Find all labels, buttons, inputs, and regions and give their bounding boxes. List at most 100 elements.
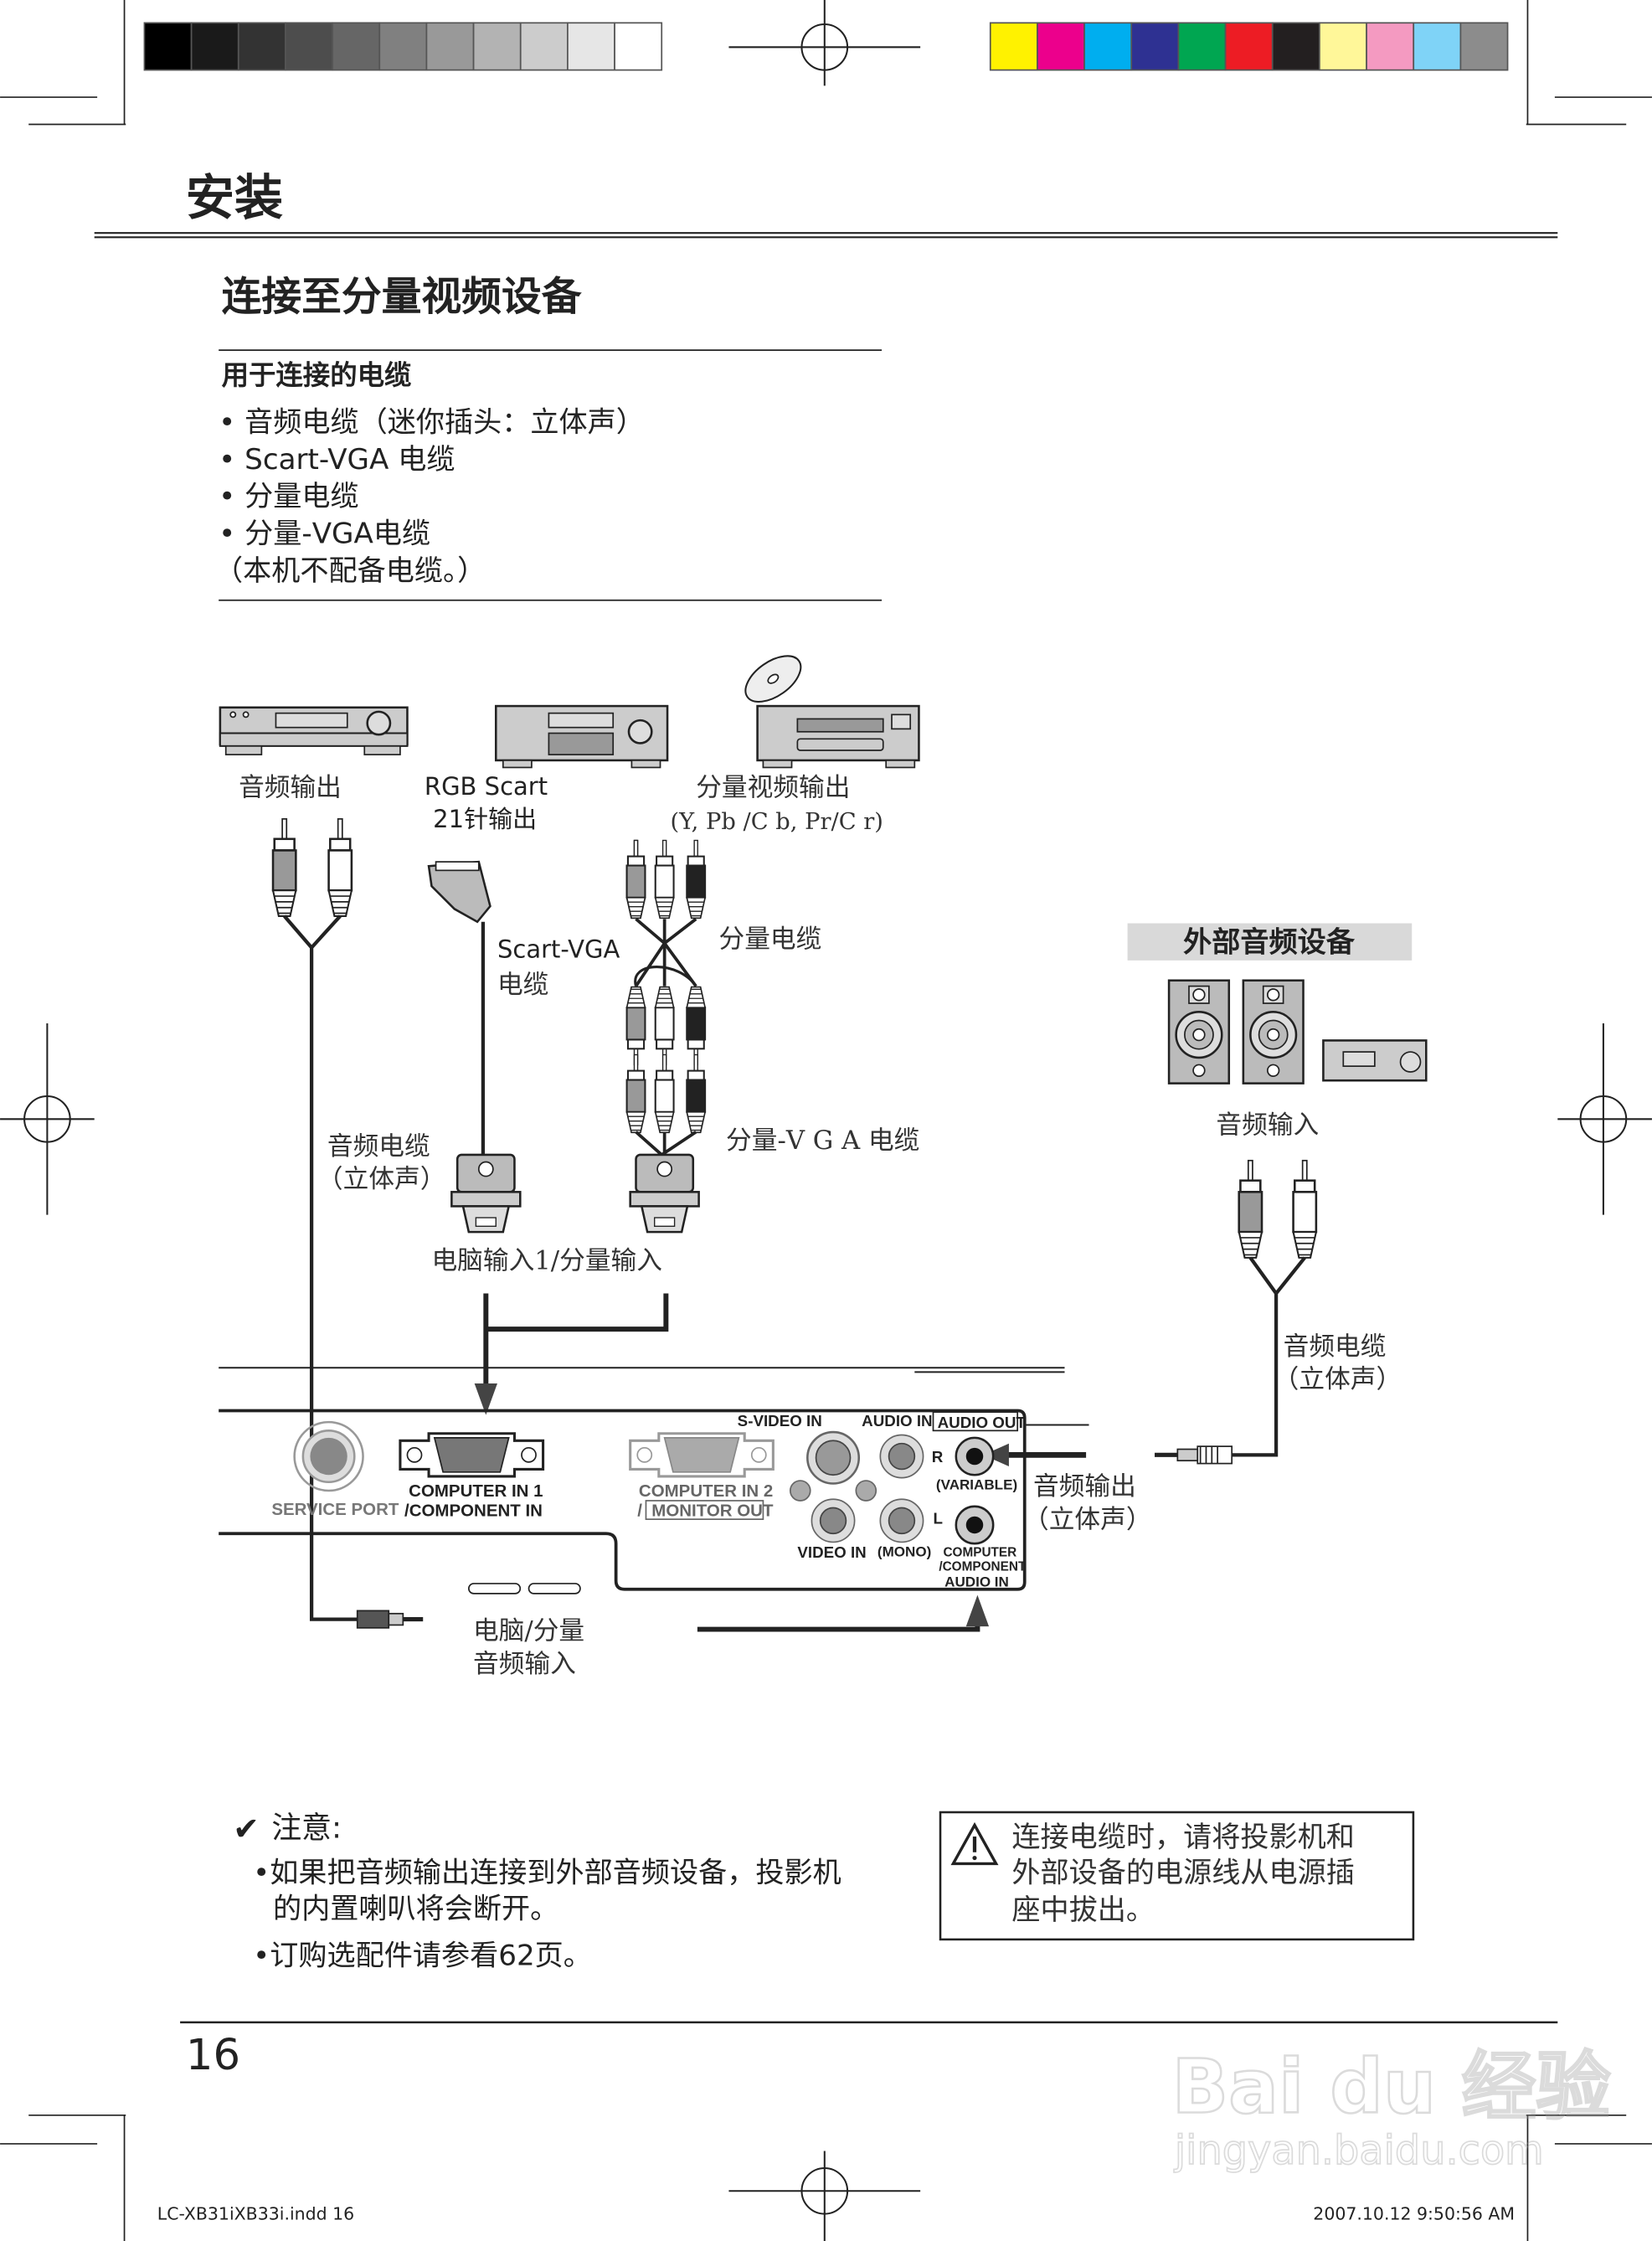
page-number: 16 — [186, 2030, 240, 2080]
calibration-swatch — [519, 22, 569, 71]
calibration-swatch — [989, 22, 1038, 71]
calibration-swatch — [1271, 22, 1320, 71]
mono-label: (MONO) — [877, 1544, 931, 1560]
note-item: 的内置喇叭将会断开。 — [273, 1892, 558, 1925]
calibration-swatch — [472, 22, 522, 71]
computer-in-2-port-label: COMPUTER IN 2 — [639, 1481, 773, 1501]
calibration-swatch — [1177, 22, 1227, 71]
calibration-swatch — [237, 22, 286, 71]
cable-item: • 分量-VGA电缆 — [219, 518, 430, 551]
check-icon: ✔ — [233, 1810, 259, 1847]
audio-cable-right-label: 音频电缆 — [1284, 1332, 1387, 1362]
audio-in-label: 音频输入 — [1216, 1110, 1319, 1140]
pc-audio-in-arrow — [697, 1594, 990, 1632]
audio-out-panel-label: AUDIO OUT — [938, 1414, 1027, 1431]
pc-audio-label-2: /COMPONENT — [939, 1560, 1027, 1574]
cable-item: • 音频电缆（迷你插头：立体声） — [219, 405, 645, 439]
cable-item: • Scart-VGA 电缆 — [219, 443, 455, 477]
s-video-in-label: S-VIDEO IN — [738, 1412, 822, 1430]
audio-cable-left-stereo-label: （立体声） — [317, 1164, 446, 1194]
audio-cable-left — [271, 817, 424, 1629]
rgb-scart-21pin-label: 21针输出 — [433, 805, 537, 833]
computer-audio-in-jack[interactable] — [955, 1505, 995, 1545]
audio-cable-right — [1155, 1159, 1318, 1465]
calibration-swatch — [1459, 22, 1509, 71]
calibration-swatch — [567, 22, 615, 71]
component-signals-label: (Y, Pb /C b, Pr/C r) — [670, 809, 883, 835]
speaker-left-icon — [1167, 979, 1231, 1084]
external-audio-header — [1127, 923, 1413, 961]
warning-line: 连接电缆时，请将投影机和 — [1011, 1821, 1355, 1854]
notes-title: 注意: — [271, 1811, 342, 1846]
rgb-scart-label: RGB Scart — [425, 772, 548, 801]
grayscale-calibration-bar — [143, 22, 663, 71]
calibration-swatch — [332, 22, 381, 71]
calibration-swatch — [1319, 22, 1367, 71]
footer-file: LC-XB31iXB33i.indd 16 — [157, 2203, 354, 2223]
warning-line: 外部设备的电源线从电源插 — [1011, 1857, 1355, 1890]
scart-vga-cable — [427, 860, 522, 1234]
r-label: R — [932, 1448, 944, 1466]
audio-out-box — [932, 1411, 1019, 1432]
audio-in-l-jack[interactable] — [879, 1498, 924, 1543]
calibration-swatch — [1083, 22, 1133, 71]
variable-label: (VARIABLE) — [936, 1476, 1017, 1492]
projector-panel — [219, 1367, 1089, 1594]
video-in-jack[interactable] — [811, 1498, 856, 1543]
component-vga-cable-label: 分量-V G A 电缆 — [726, 1126, 919, 1156]
video-in-label: VIDEO IN — [797, 1543, 866, 1561]
audio-cable-left-label: 音频电缆 — [327, 1131, 430, 1162]
pc-audio-label-3: AUDIO IN — [944, 1574, 1009, 1589]
calibration-swatch — [1130, 22, 1180, 71]
watermark-brand: Bai du 经验 — [1172, 2043, 1611, 2130]
baidu-watermark: Bai du 经验 jingyan.baidu.com — [1171, 2043, 1612, 2175]
audio-out-jack[interactable] — [955, 1436, 995, 1476]
audio-out-arrow — [983, 1443, 1087, 1467]
calibration-swatch — [1366, 22, 1415, 71]
component-cable — [625, 839, 707, 1234]
calibration-swatch — [190, 22, 239, 71]
component-video-out-label: 分量视频输出 — [696, 773, 850, 803]
note-item: •订购选配件请参看62页。 — [253, 1940, 592, 1973]
speaker-right-icon — [1242, 979, 1305, 1084]
vcr-device-icon — [219, 706, 409, 755]
page-title: 连接至分量视频设备 — [222, 274, 583, 320]
computer-in-1-port[interactable] — [399, 1432, 545, 1478]
audio-in-r-jack[interactable] — [879, 1434, 924, 1479]
scart-vga-label: Scart-VGA — [497, 935, 620, 963]
section-title: 安装 — [186, 169, 283, 226]
pc-audio-label-1: COMPUTER — [943, 1546, 1016, 1560]
color-calibration-bar — [989, 22, 1509, 71]
external-audio-label: 外部音频设备 — [1183, 926, 1356, 960]
calibration-swatch — [614, 22, 663, 71]
cable-item: • 分量电缆 — [219, 480, 358, 513]
service-port[interactable] — [293, 1420, 364, 1492]
dvd-player-device-icon — [744, 655, 920, 769]
audio-output-label: 音频输出 — [1033, 1471, 1136, 1502]
monitor-out-box — [645, 1500, 764, 1521]
cables-note: （本机不配备电缆。） — [214, 554, 486, 588]
computer-in-2-port[interactable] — [629, 1432, 775, 1478]
cables-heading: 用于连接的电缆 — [222, 359, 412, 391]
scart-receiver-device-icon — [494, 704, 669, 769]
computer-in-1-port-label: COMPUTER IN 1 — [409, 1481, 543, 1501]
note-item: •如果把音频输出连接到外部音频设备，投影机 — [253, 1857, 841, 1890]
service-port-label: SERVICE PORT — [271, 1500, 399, 1519]
computer-in-1-arrow — [474, 1293, 669, 1415]
component-in-port-label: /COMPONENT IN — [404, 1502, 543, 1521]
monitor-out-port-label: MONITOR OUT — [651, 1502, 774, 1521]
calibration-swatch — [143, 22, 193, 71]
warning-box — [939, 1811, 1415, 1941]
calibration-swatch — [1413, 22, 1462, 71]
audio-out-device-label: 音频输出 — [239, 773, 342, 803]
audio-output-stereo-label: （立体声） — [1023, 1504, 1152, 1534]
calibration-swatch — [425, 22, 475, 71]
scart-vga-cable-label: 电缆 — [497, 970, 548, 1000]
footer-timestamp: 2007.10.12 9:50:56 AM — [1313, 2203, 1515, 2223]
calibration-swatch — [1224, 22, 1274, 71]
s-video-port[interactable] — [806, 1430, 861, 1485]
pc-audio-in-label-1: 电脑/分量 — [473, 1616, 584, 1646]
warning-line: 座中拔出。 — [1011, 1893, 1155, 1927]
